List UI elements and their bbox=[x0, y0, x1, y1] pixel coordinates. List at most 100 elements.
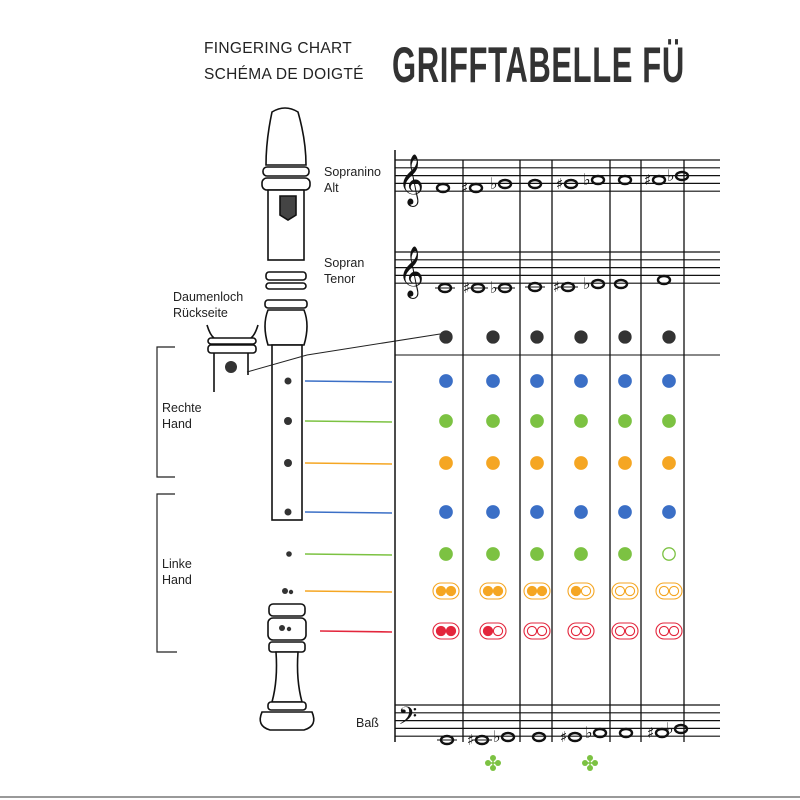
flat-sign: ♭ bbox=[666, 719, 674, 738]
whole-note bbox=[437, 282, 453, 294]
flat-sign: ♭ bbox=[490, 278, 498, 297]
hole-closed bbox=[618, 505, 632, 519]
leader-line-3 bbox=[304, 462, 393, 465]
recorder-double-hole bbox=[282, 588, 288, 594]
bass-clef: 𝄢 bbox=[398, 702, 417, 737]
subtitle-english: FINGERING CHART bbox=[204, 40, 353, 57]
thumb-hole bbox=[225, 361, 237, 373]
double-hole-open bbox=[570, 625, 582, 637]
whole-note bbox=[590, 278, 606, 290]
double-hole-open bbox=[526, 625, 538, 637]
whole-note bbox=[468, 182, 484, 194]
hole-closed bbox=[486, 330, 500, 344]
whole-note bbox=[474, 734, 490, 746]
fingering-holes bbox=[432, 330, 683, 640]
hole-closed bbox=[530, 414, 544, 428]
notes: ♯♭♯♭♯♭♯♭♯♭♯♭♯♭♯♭ bbox=[435, 166, 690, 771]
flat-sign: ♭ bbox=[583, 170, 591, 189]
double-hole-open bbox=[580, 585, 592, 597]
hole-closed bbox=[486, 414, 500, 428]
hole-closed bbox=[574, 414, 588, 428]
whole-note bbox=[435, 182, 451, 194]
whole-note bbox=[439, 734, 455, 746]
double-hole-open bbox=[668, 585, 680, 597]
hole-closed bbox=[439, 330, 453, 344]
hole-closed bbox=[486, 374, 500, 388]
double-hole-open bbox=[658, 625, 670, 637]
thumb-leader-line bbox=[306, 333, 441, 356]
sharp-sign: ♯ bbox=[647, 724, 654, 742]
hole-closed bbox=[662, 456, 676, 470]
whole-note bbox=[673, 723, 689, 735]
treble-clef: 𝄞 bbox=[398, 246, 424, 299]
hole-open bbox=[662, 547, 676, 561]
double-hole-closed bbox=[570, 585, 582, 597]
double-hole-closed bbox=[482, 585, 494, 597]
recorder-hole bbox=[284, 459, 292, 467]
flat-sign: ♭ bbox=[493, 727, 501, 746]
double-hole-open bbox=[536, 625, 548, 637]
hole-closed bbox=[439, 547, 453, 561]
double-hole-closed bbox=[536, 585, 548, 597]
hole-closed bbox=[439, 505, 453, 519]
double-hole-closed bbox=[445, 625, 457, 637]
right-hand-bracket bbox=[156, 346, 175, 478]
whole-note bbox=[563, 178, 579, 190]
whole-note bbox=[527, 178, 543, 190]
hole-closed bbox=[618, 414, 632, 428]
hole-closed bbox=[486, 547, 500, 561]
hole-closed bbox=[662, 330, 676, 344]
double-hole-closed bbox=[526, 585, 538, 597]
leader-line-5 bbox=[304, 553, 393, 556]
sharp-sign: ♯ bbox=[644, 171, 651, 189]
hole-closed bbox=[486, 456, 500, 470]
hole-closed bbox=[618, 547, 632, 561]
thumb-connector-line bbox=[246, 354, 308, 373]
whole-note bbox=[500, 731, 516, 743]
hole-closed bbox=[439, 456, 453, 470]
whole-note bbox=[470, 282, 486, 294]
sharp-sign: ♯ bbox=[560, 728, 567, 746]
whole-note bbox=[497, 282, 513, 294]
recorder-holes bbox=[225, 361, 294, 632]
whole-note bbox=[560, 281, 576, 293]
whole-note bbox=[497, 178, 513, 190]
chart-grid bbox=[394, 150, 720, 742]
leader-line-6 bbox=[304, 590, 393, 593]
recorder-hole bbox=[284, 508, 292, 516]
leader-line-4 bbox=[304, 511, 393, 514]
double-hole-open bbox=[580, 625, 592, 637]
recorder-double-hole bbox=[279, 625, 285, 631]
hole-closed bbox=[618, 374, 632, 388]
sharp-sign: ♯ bbox=[461, 179, 468, 197]
hole-closed bbox=[439, 414, 453, 428]
whole-note bbox=[527, 281, 543, 293]
leader-line-7 bbox=[319, 630, 393, 633]
recorder-hole bbox=[284, 377, 292, 385]
recorder-hole bbox=[284, 417, 292, 425]
recorder-double-hole bbox=[288, 589, 294, 595]
recorder-illustration bbox=[206, 107, 315, 731]
hole-closed bbox=[574, 547, 588, 561]
cross-icon bbox=[582, 755, 598, 771]
left-hand-bracket bbox=[156, 493, 177, 653]
hole-closed bbox=[662, 414, 676, 428]
whole-note bbox=[654, 727, 670, 739]
whole-note bbox=[531, 731, 547, 743]
hole-closed bbox=[530, 547, 544, 561]
hole-closed bbox=[530, 330, 544, 344]
hole-closed bbox=[618, 330, 632, 344]
label-bass: Baß bbox=[356, 716, 379, 730]
hole-closed bbox=[439, 374, 453, 388]
hole-closed bbox=[574, 505, 588, 519]
whole-note bbox=[567, 731, 583, 743]
double-hole-closed bbox=[435, 585, 447, 597]
double-hole-closed bbox=[435, 625, 447, 637]
page-edge bbox=[0, 796, 800, 798]
hole-closed bbox=[574, 374, 588, 388]
page-title: GRIFFTABELLE FÜR BLOCKFLÖTE bbox=[392, 37, 684, 93]
whole-note bbox=[651, 174, 667, 186]
double-hole-closed bbox=[482, 625, 494, 637]
recorder-hole bbox=[286, 551, 292, 557]
double-hole-closed bbox=[492, 585, 504, 597]
